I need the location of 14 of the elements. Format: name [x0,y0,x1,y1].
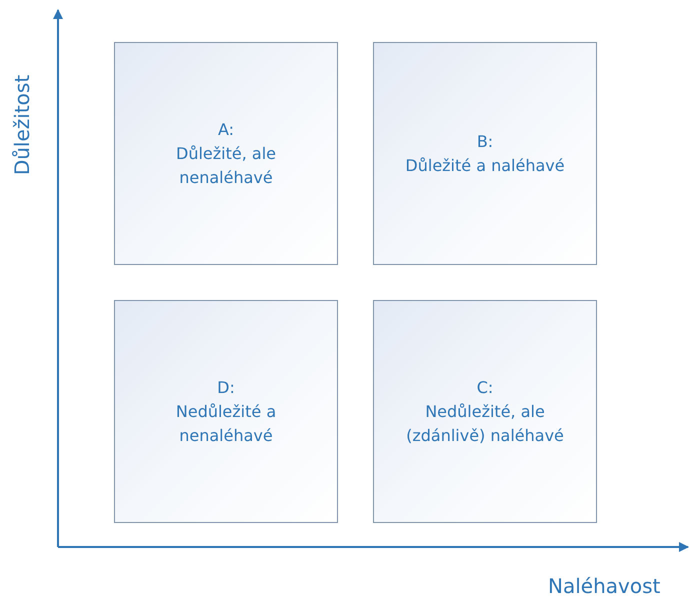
quadrant-description: Nedůležité, ale (zdánlivě) naléhavé [405,400,565,446]
axis-title: Důležitost [10,74,34,176]
quadrant-letter: D: [217,376,235,398]
quadrant-box [373,42,597,265]
quadrant-description: Důležité a naléhavé [405,154,565,176]
quadrant-box [114,42,338,265]
quadrant-letter: A: [218,118,234,140]
quadrant-letter: C: [476,376,494,398]
quadrant-box [373,300,597,523]
quadrant-description: Důležité, ale nenaléhavé [175,142,277,188]
quadrant-description: Nedůležité a nenaléhavé [174,400,278,446]
axis-title: Naléhavost [548,574,660,598]
quadrant-letter: B: [476,130,494,152]
quadrant-box [114,300,338,523]
